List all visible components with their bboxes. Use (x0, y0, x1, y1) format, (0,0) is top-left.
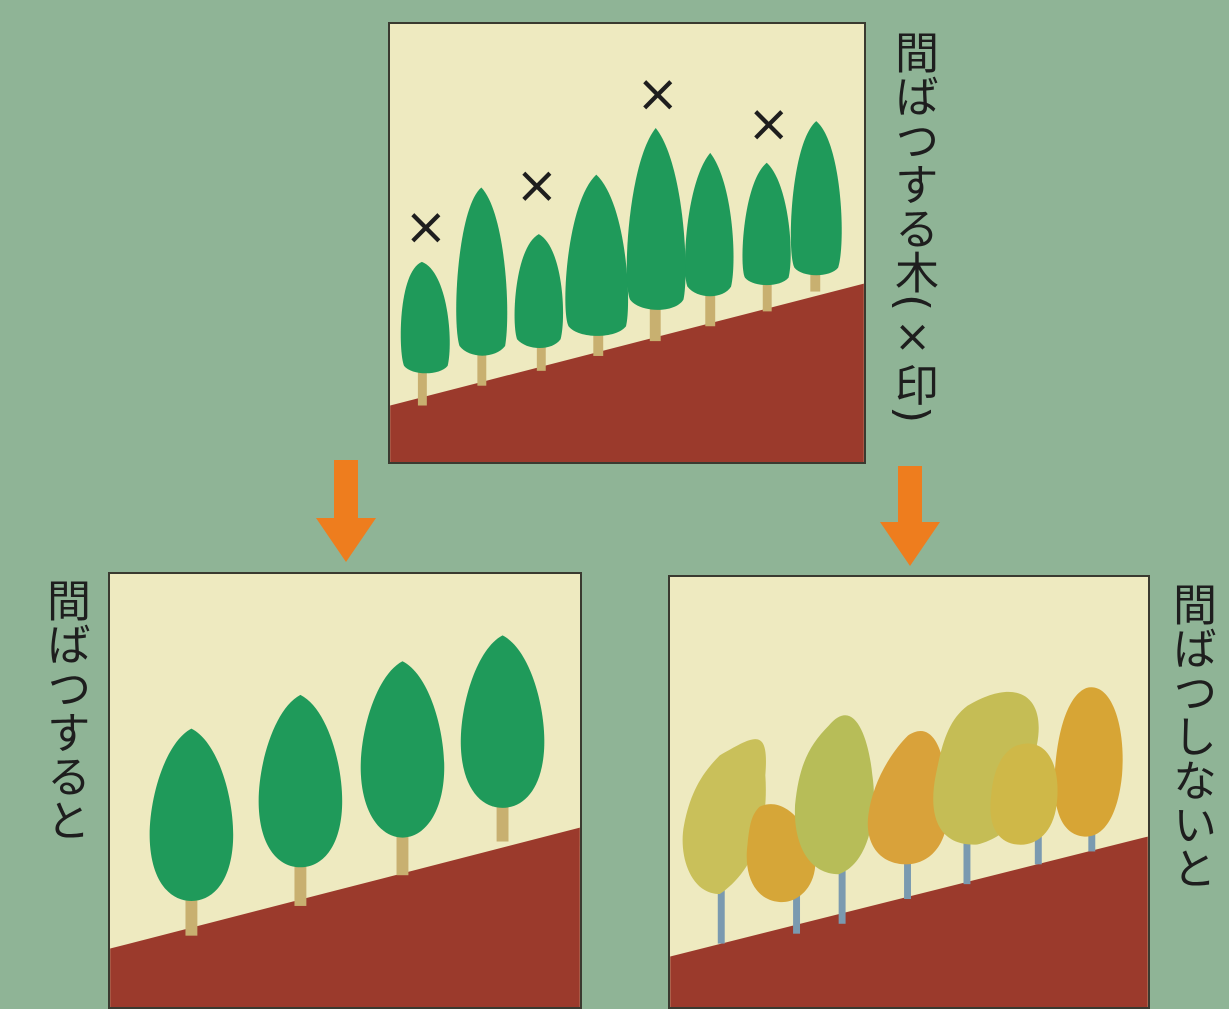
weak-tree-crown (794, 715, 874, 875)
tree-crown (790, 121, 842, 276)
weak-tree-trunk (717, 874, 725, 944)
tree-crown (565, 174, 629, 336)
weak-tree-crown (1054, 687, 1123, 837)
tree-crown (460, 635, 545, 808)
thin-target-mark: × (636, 64, 679, 124)
tree-crown (456, 187, 508, 356)
weak-tree-trunk (963, 834, 971, 885)
weak-forest-illustration (670, 687, 1148, 1007)
label-if-thinned: 間ばつすると (39, 578, 90, 842)
weak-tree-crown (990, 743, 1058, 845)
tree-trunk (396, 833, 409, 876)
thin-target-mark: × (747, 94, 790, 154)
label-if-not-thinned: 間ばつしないと (1165, 582, 1216, 890)
healthy-forest-illustration (110, 635, 580, 1007)
tree-trunk (649, 286, 661, 342)
thin-target-mark: × (404, 197, 447, 257)
tree-crown (258, 694, 343, 868)
tree-crown (626, 128, 686, 310)
panel-after-thinning (108, 572, 582, 1009)
slope-ground (110, 827, 580, 1007)
tree-trunk (705, 276, 716, 327)
tree-trunk (477, 331, 487, 386)
dense-forest-illustration: × × × × (390, 64, 864, 462)
thin-target-mark: × (515, 155, 558, 215)
tree-crown (742, 162, 791, 286)
tree-crown (685, 152, 734, 297)
arrow-down-right (880, 466, 940, 566)
tree-crown (400, 261, 450, 374)
label-trees-to-thin: 間ばつする木(×印) (887, 30, 938, 424)
weak-tree-trunk (838, 864, 846, 924)
weak-tree-trunk (1034, 824, 1042, 865)
weak-tree-crown (867, 731, 948, 865)
tree-trunk (417, 355, 427, 406)
tree-trunk (294, 861, 307, 906)
weak-tree-trunk (904, 854, 911, 900)
slope-ground (390, 283, 864, 462)
tree-crown (514, 234, 564, 349)
tree-trunk (185, 891, 198, 936)
tree-trunk (762, 266, 772, 312)
top-panel-before-thinning: × × × × (388, 22, 866, 464)
tree-crown (360, 661, 445, 838)
tree-crown (149, 728, 234, 901)
tree-trunk (496, 801, 509, 842)
slope-ground (670, 836, 1148, 1007)
panel-without-thinning (668, 575, 1150, 1009)
weak-tree-crown (682, 739, 766, 895)
weak-tree-trunk (793, 874, 801, 934)
arrow-down-left (316, 460, 376, 562)
